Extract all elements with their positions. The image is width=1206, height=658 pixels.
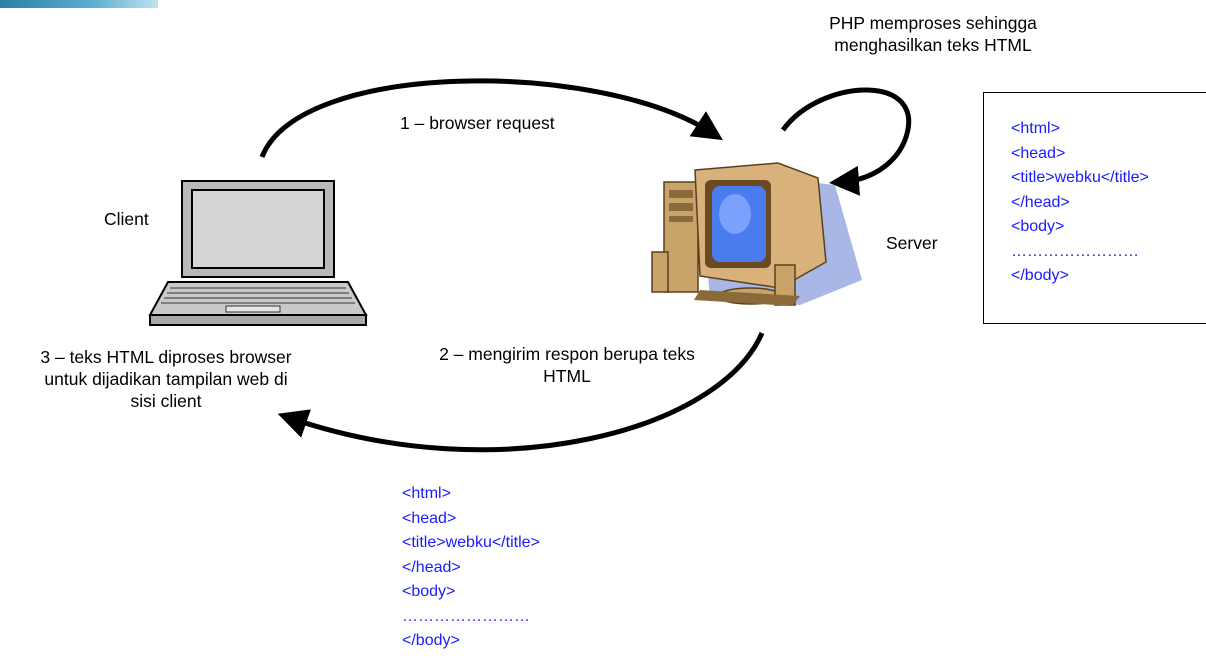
- code-line: ……………………: [402, 607, 530, 625]
- browser-request-label: 1 – browser request: [400, 113, 555, 133]
- php-process-arrow: [780, 87, 911, 196]
- server-html-box: [983, 92, 1206, 324]
- code-line: <body>: [402, 583, 456, 600]
- code-line: ……………………: [1011, 242, 1139, 260]
- code-line: <title>webku</title>: [402, 534, 540, 551]
- code-line: <head>: [402, 509, 457, 527]
- code-line: <body>: [1011, 218, 1065, 235]
- browser-render-label: 3 – teks HTML diproses browser untuk dij…: [40, 347, 292, 411]
- code-line: <title>webku</title>: [1011, 169, 1149, 186]
- client-label: Client: [104, 209, 149, 229]
- response-label: 2 – mengirim respon berupa teks HTML: [439, 344, 695, 386]
- code-line: <head>: [1011, 144, 1066, 162]
- desktop-computer-icon: [651, 162, 862, 306]
- code-line: <html>: [402, 485, 451, 502]
- code-line: </body>: [1011, 267, 1069, 284]
- server-html-code: <html> <head> <title>webku</title> </hea…: [1011, 117, 1149, 289]
- code-line: </head>: [1011, 193, 1070, 211]
- code-line: </head>: [402, 558, 461, 576]
- code-line: <html>: [1011, 120, 1060, 137]
- request-arrow: [259, 78, 723, 158]
- php-process-label: PHP memproses sehingga menghasilkan teks…: [829, 13, 1037, 55]
- server-label: Server: [886, 233, 938, 253]
- laptop-icon: [148, 180, 368, 326]
- corner-logo: [0, 0, 158, 8]
- code-line: </body>: [402, 632, 460, 649]
- response-arrow: [277, 332, 765, 453]
- response-html-code: <html> <head> <title>webku</title> </hea…: [402, 482, 540, 654]
